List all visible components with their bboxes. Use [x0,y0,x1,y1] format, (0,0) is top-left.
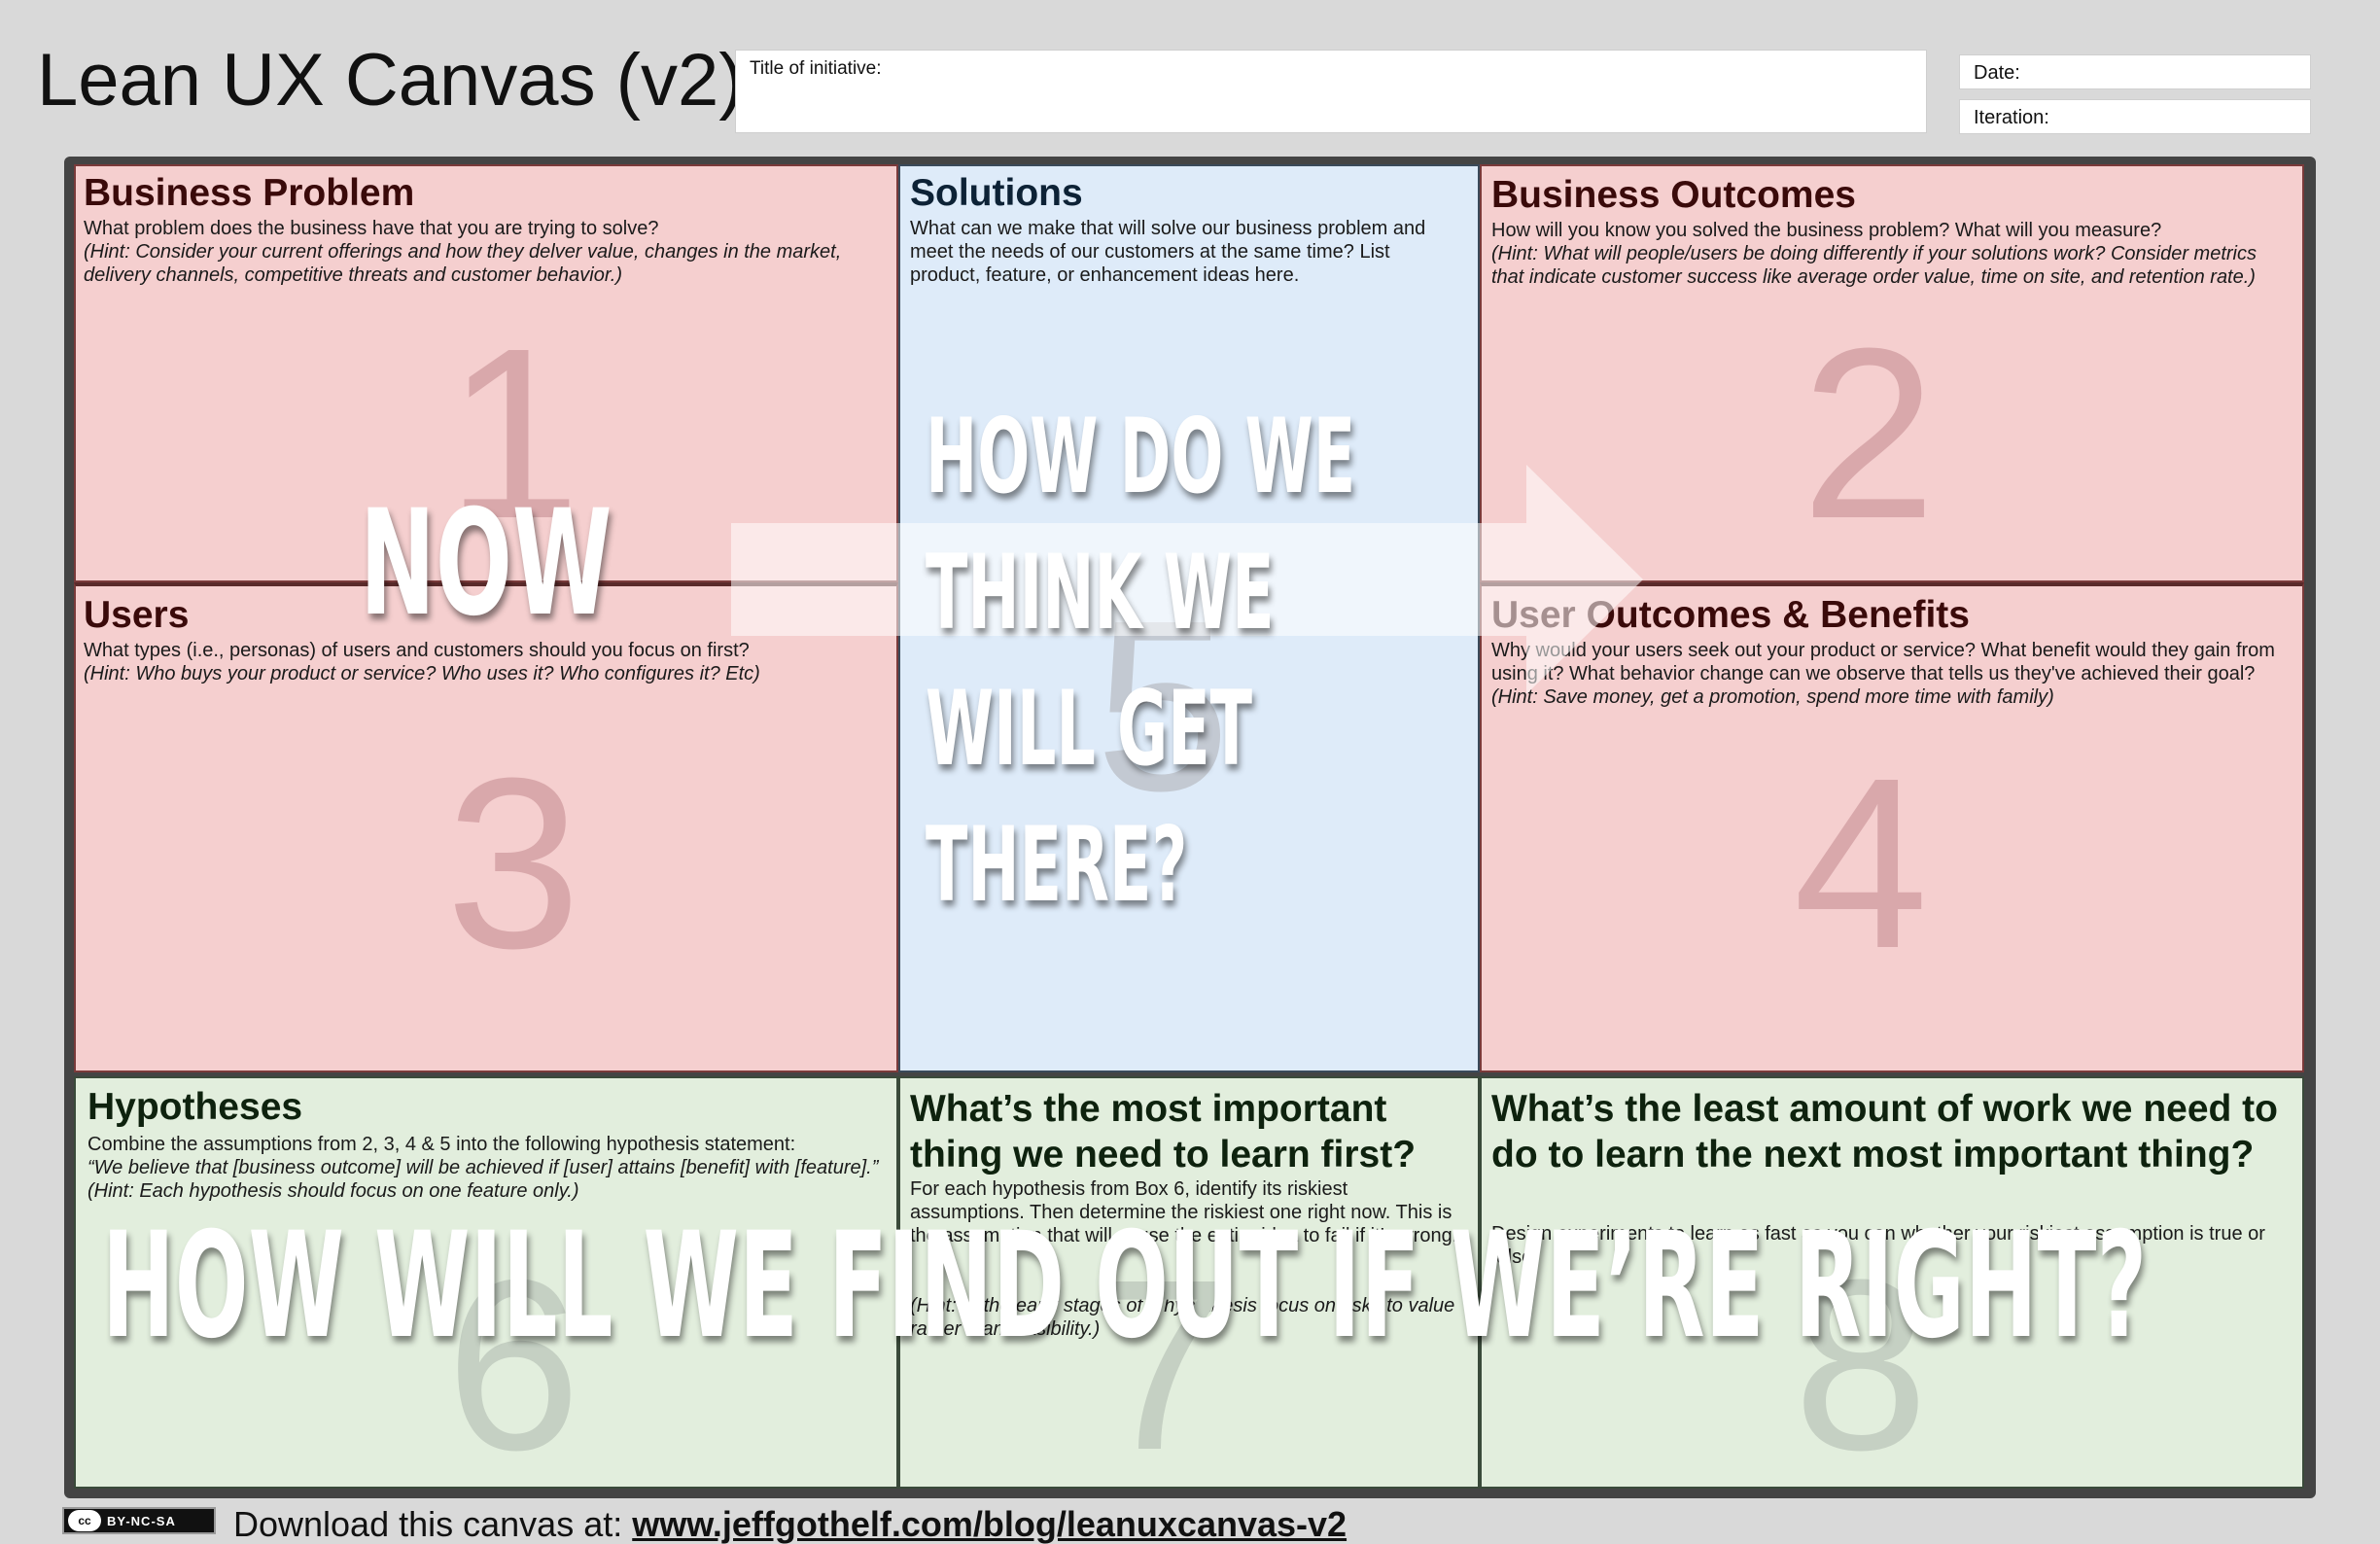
arrow-right-icon [1526,465,1643,694]
box-business-problem[interactable]: Business Problem What problem does the b… [74,164,898,582]
overlay-find-out-text: HOW WILL WE FIND OUT IF WE’RE RIGHT? [102,1202,2148,1371]
date-field[interactable]: Date: [1959,54,2311,89]
box-number: 4 [1793,727,1929,999]
box-description: What can we make that will solve our bus… [910,218,1426,286]
creative-commons-icon: cc [68,1510,101,1531]
footer-download: Download this canvas at: www.jeffgothelf… [233,1505,1347,1544]
box-description: Why would your users seek out your produ… [1491,640,2275,684]
box-number: 8 [1793,1229,1929,1489]
license-label: BY-NC-SA [107,1513,176,1528]
box-description: What types (i.e., personas) of users and… [84,640,750,661]
page-title: Lean UX Canvas (v2) [37,39,744,122]
date-label: Date: [1974,62,2020,84]
box-hint: (Hint: In the early stages of a hypothes… [910,1295,1455,1340]
box-description: How will you know you solved the busines… [1491,220,2162,241]
box-number: 7 [1095,1229,1231,1489]
box-title: Hypotheses [88,1086,303,1128]
overlay-line: THINK WE [926,533,1275,652]
box-title: Business Outcomes [1491,174,1856,216]
overlay-now-text: NOW [360,479,612,649]
box-hint: (Hint: What will people/users be doing d… [1491,243,2258,288]
iteration-label: Iteration: [1974,107,2049,128]
box-hypotheses[interactable]: Hypotheses Combine the assumptions from … [74,1076,898,1489]
box-business-outcomes[interactable]: Business Outcomes How will you know you … [1480,164,2304,582]
box-number: 3 [445,727,581,999]
box-description: Design experiments to learn as fast as y… [1491,1223,2265,1268]
box-title: Users [84,594,190,636]
box-title: Solutions [910,172,1083,214]
box-description: Combine the assumptions from 2, 3, 4 & 5… [88,1134,796,1155]
box-hint: (Hint: Who buys your product or service?… [84,663,760,684]
box-number: 2 [1801,298,1937,569]
box-hint: (Hint: Each hypothesis should focus on o… [88,1180,579,1202]
title-of-initiative-label: Title of initiative: [750,58,882,79]
box-users[interactable]: Users What types (i.e., personas) of use… [74,582,898,1072]
box-quote: “We believe that [business outcome] will… [88,1157,879,1178]
box-number: 6 [445,1229,581,1489]
iteration-field[interactable]: Iteration: [1959,99,2311,134]
box-title: What’s the least amount of work we need … [1491,1088,2278,1176]
title-of-initiative-field[interactable]: Title of initiative: [735,50,1927,133]
footer-link[interactable]: www.jeffgothelf.com/blog/leanuxcanvas-v2 [632,1504,1348,1544]
arrow-shaft [731,523,1526,636]
overlay-how-get-there-text: HOW DO WE THINK WE WILL GET THERE? [926,389,1355,933]
box-title: What’s the most important thing we need … [910,1088,1417,1176]
license-badge[interactable]: cc BY-NC-SA [62,1507,216,1534]
box-number: 1 [445,298,581,569]
overlay-line: HOW DO WE [926,397,1356,516]
box-description: For each hypothesis from Box 6, identify… [910,1178,1458,1246]
box-description: What problem does the business have that… [84,218,659,239]
footer-text: Download this canvas at: [233,1504,633,1544]
overlay-line: THERE? [926,805,1188,925]
box-hint: (Hint: Consider your current offerings a… [84,241,842,286]
box-least-work[interactable]: What’s the least amount of work we need … [1480,1076,2304,1489]
box-title: Business Problem [84,172,415,214]
box-learn-first[interactable]: What’s the most important thing we need … [898,1076,1480,1489]
overlay-line: WILL GET [926,669,1253,789]
